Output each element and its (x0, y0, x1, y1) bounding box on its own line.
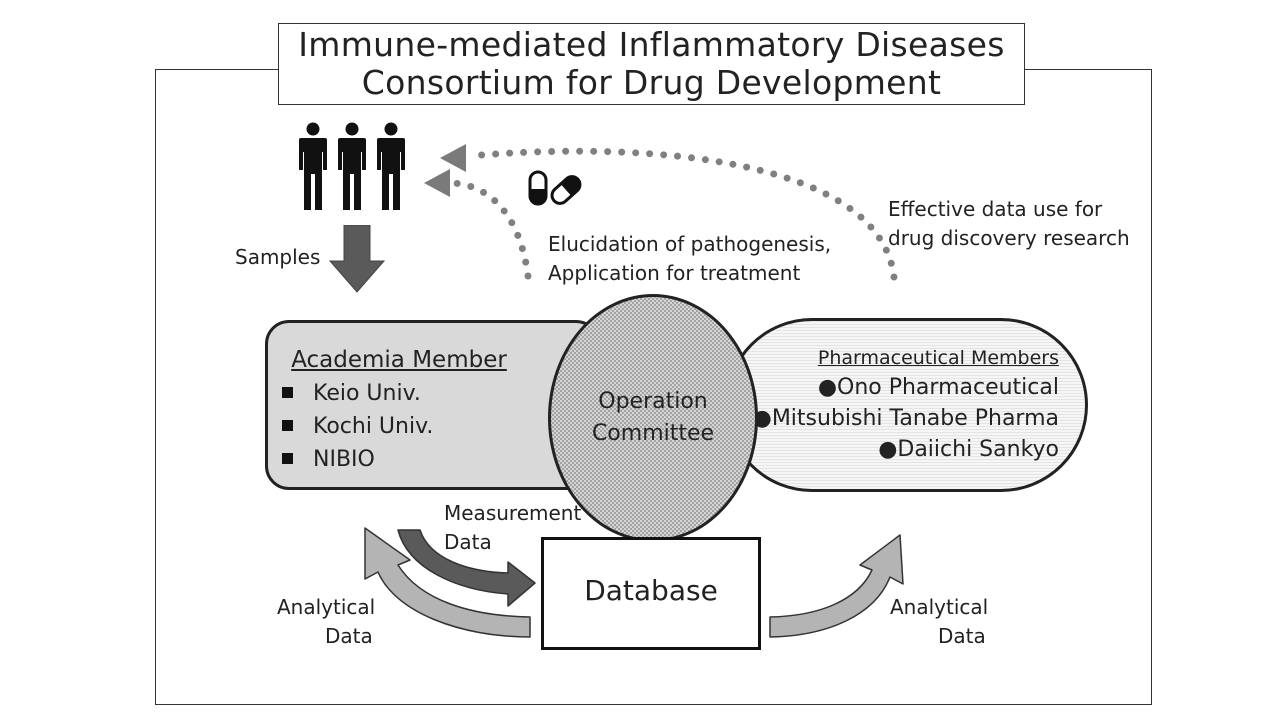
analytical-data-arrow-right (769, 534, 904, 638)
square-bullet-icon (282, 420, 293, 431)
person-icon (338, 122, 366, 210)
list-item: Kochi Univ. (282, 410, 433, 443)
pharma-member: ●Ono Pharmaceutical (817, 375, 1059, 400)
list-item: Keio Univ. (282, 377, 433, 410)
square-bullet-icon (282, 387, 293, 398)
title-line-2: Consortium for Drug Development (361, 63, 942, 102)
pharmaceutical-members-box: Pharmaceutical Members ●Ono Pharmaceutic… (725, 318, 1088, 492)
analytical-data-arrow-left (364, 527, 531, 638)
academia-member: NIBIO (313, 447, 375, 472)
academia-title: Academia Member (291, 347, 507, 373)
square-bullet-icon (282, 453, 293, 464)
effective-label-line-2: drug discovery research (888, 226, 1130, 250)
measurement-label-line-1: Measurement (444, 501, 582, 525)
pharma-title: Pharmaceutical Members (817, 347, 1059, 369)
pharma-member: ●Mitsubishi Tanabe Pharma (752, 406, 1059, 431)
database-label: Database (584, 574, 718, 607)
academia-member: Kochi Univ. (313, 414, 434, 439)
academia-member-list: Keio Univ. Kochi Univ. NIBIO (282, 377, 433, 476)
analytical-right-label-line-2: Data (938, 624, 986, 648)
capsule-icon (528, 170, 582, 206)
committee-label-line-1: Operation (598, 389, 708, 414)
academia-member-box: Academia Member Keio Univ. Kochi Univ. N… (265, 320, 600, 490)
pharma-member: ●Daiichi Sankyo (878, 437, 1059, 462)
committee-label-line-2: Committee (591, 421, 715, 446)
academia-member: Keio Univ. (313, 381, 421, 406)
effective-label-line-1: Effective data use for (888, 197, 1103, 221)
person-icon (377, 122, 405, 210)
measurement-data-arrow (397, 529, 536, 607)
database-box: Database (541, 537, 761, 650)
elucidation-label-line-1: Elucidation of pathogenesis, (548, 232, 832, 256)
measurement-label-line-2: Data (444, 530, 492, 554)
diagram-title: Immune-mediated Inflammatory Diseases Co… (278, 23, 1025, 105)
dotted-arc-effective (466, 147, 898, 281)
operation-committee-ellipse: Operation Committee (548, 294, 758, 542)
analytical-left-label-line-2: Data (325, 624, 373, 648)
analytical-right-label-line-1: Analytical (890, 595, 989, 619)
dotted-arrowhead-effective (440, 144, 466, 172)
list-item: NIBIO (282, 443, 433, 476)
title-line-1: Immune-mediated Inflammatory Diseases (298, 25, 1005, 64)
person-icon (299, 122, 327, 210)
elucidation-label-line-2: Application for treatment (548, 261, 801, 285)
people-icon (299, 122, 405, 210)
analytical-left-label-line-1: Analytical (277, 595, 376, 619)
arrow-down-icon (329, 225, 385, 293)
samples-label: Samples (235, 245, 321, 269)
dotted-arrowhead-elucidation (424, 169, 450, 197)
